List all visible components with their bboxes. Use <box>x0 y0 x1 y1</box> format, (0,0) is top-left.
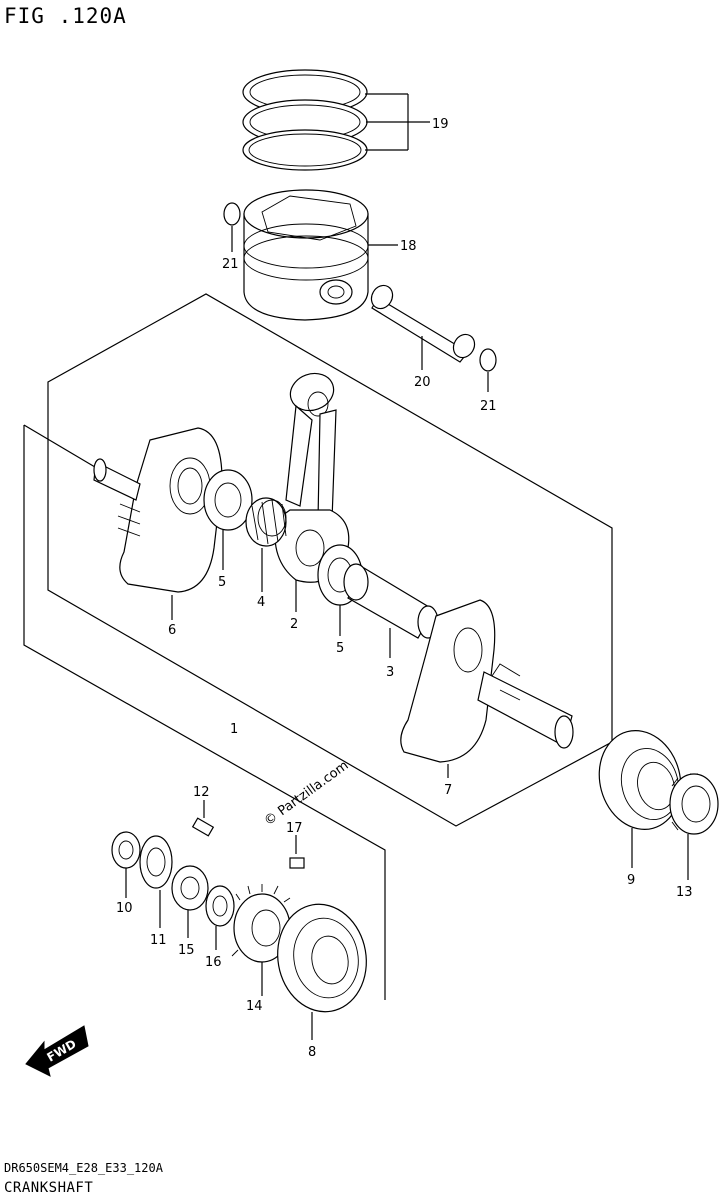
spacer <box>171 865 209 938</box>
callout-21-left: 21 <box>222 257 239 272</box>
callout-20: 20 <box>414 375 431 390</box>
callout-12: 12 <box>193 785 210 800</box>
bolt <box>191 800 215 837</box>
bearing-left <box>277 903 367 1040</box>
callout-5-left: 5 <box>218 575 226 590</box>
callout-19: 19 <box>432 117 449 132</box>
fwd-arrow-badge: FWD <box>25 1025 89 1077</box>
piston-rings <box>242 69 430 171</box>
callout-16: 16 <box>205 955 222 970</box>
callout-18: 18 <box>400 239 417 254</box>
section-title: CRANKSHAFT <box>4 1180 94 1196</box>
circlip-left <box>223 202 241 252</box>
model-code: DR650SEM4_E28_E33_120A <box>4 1161 163 1175</box>
group-outline <box>23 425 386 1000</box>
callout-13: 13 <box>676 885 693 900</box>
oil-seal <box>111 831 141 898</box>
lock-nut <box>669 773 719 880</box>
key <box>289 835 305 869</box>
plate <box>139 835 173 928</box>
crank-pin <box>343 563 439 658</box>
crank-web-left <box>93 427 223 620</box>
piston <box>243 189 398 321</box>
callout-14: 14 <box>246 999 263 1014</box>
thrust-washer-left <box>203 469 253 570</box>
bearing-right <box>598 730 682 868</box>
callout-3: 3 <box>386 665 394 680</box>
callout-15: 15 <box>178 943 195 958</box>
callout-9: 9 <box>627 873 635 888</box>
crank-web-right <box>400 599 574 778</box>
watermark: © Partzilla.com <box>262 758 352 829</box>
callout-11: 11 <box>150 933 167 948</box>
callout-10: 10 <box>116 901 133 916</box>
piston-pin <box>370 284 476 370</box>
figure-label: FIG .120A <box>4 4 127 28</box>
needle-bearing <box>245 497 287 592</box>
washer <box>205 885 235 950</box>
callout-6: 6 <box>168 623 176 638</box>
callout-1: 1 <box>230 722 238 737</box>
callout-8: 8 <box>308 1045 316 1060</box>
callout-17: 17 <box>286 821 303 836</box>
circlip-right <box>479 348 497 392</box>
callout-7: 7 <box>444 783 452 798</box>
callout-4: 4 <box>257 595 265 610</box>
connecting-rod <box>274 372 350 612</box>
callout-2: 2 <box>290 617 298 632</box>
callout-21-right: 21 <box>480 399 497 414</box>
callout-5-right: 5 <box>336 641 344 656</box>
